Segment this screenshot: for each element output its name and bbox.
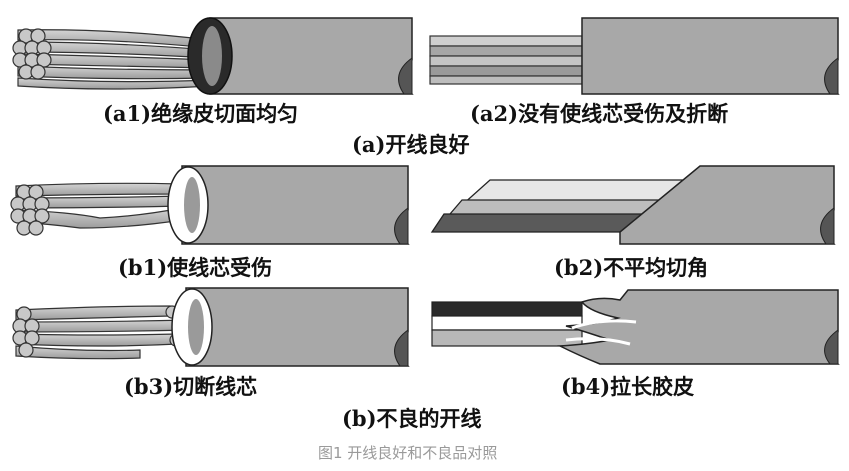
b1-strand-ends [10, 184, 50, 236]
caption-a: (a)开线良好 [352, 132, 470, 157]
b3-strand-ends [12, 305, 193, 358]
a1-strands [17, 29, 211, 90]
figure-caption: 图1 开线良好和不良品对照 [318, 444, 498, 462]
panel-b2-cable [430, 165, 836, 245]
caption-b: (b)不良的开线 [342, 406, 482, 431]
b1-strands [15, 182, 183, 229]
panel-b4-cable [431, 289, 840, 365]
panel-a1-cable [12, 17, 414, 95]
b3-strands [15, 305, 193, 360]
caption-a2: (a2)没有使线芯受伤及折断 [470, 101, 729, 126]
caption-b2: (b2)不平均切角 [554, 255, 709, 280]
caption-b4: (b4)拉长胶皮 [561, 374, 695, 399]
panel-a2-cable [429, 17, 840, 95]
panel-b3-cable [12, 287, 410, 367]
caption-b3: (b3)切断线芯 [124, 374, 258, 399]
panel-b1-cable [10, 165, 410, 245]
a1-strand-ends [12, 28, 52, 80]
cable-illustrations [10, 17, 840, 367]
caption-b1: (b1)使线芯受伤 [118, 255, 273, 280]
a2-strands [429, 35, 583, 85]
caption-a1: (a1)绝缘皮切面均匀 [103, 101, 299, 126]
